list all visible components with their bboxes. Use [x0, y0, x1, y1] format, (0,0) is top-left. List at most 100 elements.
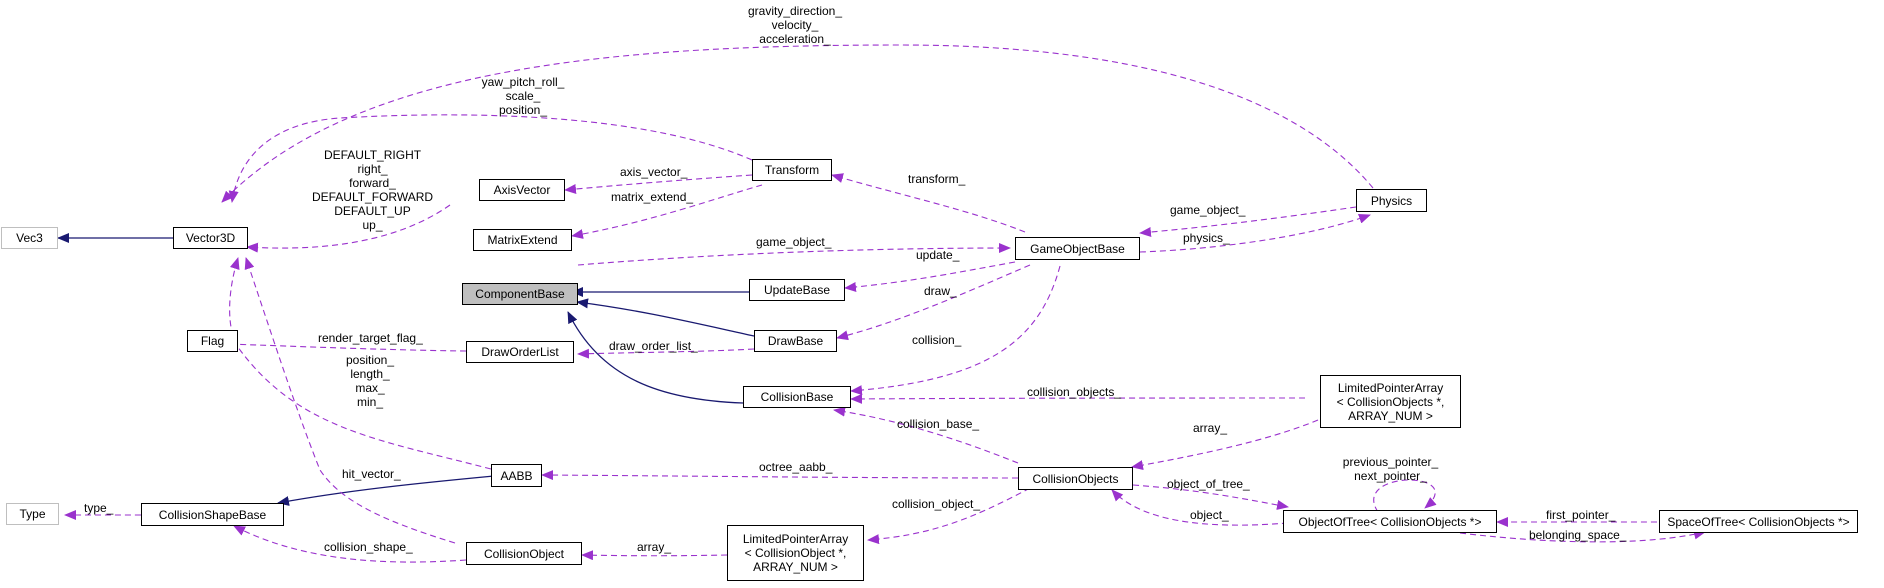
edge-transform-to-axisvector: [564, 174, 753, 194]
lpa-object-line-1: LimitedPointerArray: [742, 532, 849, 546]
label-belonging-space: belonging_space_: [1529, 528, 1627, 542]
edge-physics-to-vector3d: [221, 44, 1374, 203]
edge-gameobjectbase-to-collisionbase: [850, 265, 1061, 396]
label-aabb-length: length_: [350, 367, 390, 381]
edge-aabb-to-vector3d: [229, 257, 492, 470]
lpa-objects-line-1: LimitedPointerArray: [1337, 380, 1444, 395]
label-update: update_: [916, 248, 960, 262]
label-physics: physics_: [1183, 231, 1230, 245]
label-draw: draw_: [924, 284, 957, 298]
edge-physics-to-gameobjectbase: [1139, 206, 1357, 238]
label-previous-pointer: previous_pointer_: [1342, 455, 1439, 469]
label-transform: transform_: [908, 172, 966, 186]
label-type: type_: [84, 501, 114, 515]
node-aabb[interactable]: AABB: [491, 464, 542, 487]
lpa-object-line-2: < CollisionObject *,: [744, 546, 847, 560]
node-physics[interactable]: Physics: [1356, 189, 1427, 212]
edge-collisionobjects-to-collisionbase: [833, 406, 1019, 464]
node-type[interactable]: Type: [6, 503, 59, 525]
label-game-object: game_object_: [756, 235, 832, 249]
label-aabb-max: max_: [355, 381, 385, 395]
label-matrix-extend: matrix_extend_: [611, 190, 694, 204]
node-draw-base[interactable]: DrawBase: [754, 330, 837, 352]
edge-drawbase-to-draworderlist: [577, 348, 755, 359]
label-array-objects: array_: [1193, 421, 1228, 435]
edge-objectoftree-to-spaceoftree: [1459, 529, 1706, 543]
node-limited-pointer-array-collision-objects[interactable]: LimitedPointerArray < CollisionObjects *…: [1320, 375, 1461, 428]
label-axis-vector: axis_vector_: [620, 165, 688, 179]
label-render-target-flag: render_target_flag_: [318, 331, 423, 345]
edge-lpa-to-collisionobject: [581, 550, 728, 561]
edge-objectoftree-self: [1373, 479, 1437, 513]
node-draw-order-list[interactable]: DrawOrderList: [466, 341, 574, 363]
edge-axisvector-to-vector3d: [246, 204, 451, 253]
edge-gameobjectbase-to-updatebase: [844, 261, 1016, 292]
edge-lpa-to-collisionbase: [850, 393, 1306, 404]
node-limited-pointer-array-collision-object[interactable]: LimitedPointerArray < CollisionObject *,…: [727, 525, 864, 581]
label-forward: forward_: [349, 176, 396, 190]
edge-gameobjectbase-to-physics: [1139, 213, 1371, 253]
label-yaw-pitch-roll: yaw_pitch_roll_: [481, 75, 565, 89]
label-gravity-direction: gravity_direction_: [747, 4, 843, 18]
edge-aabb-to-collisionshapebase: [277, 475, 495, 506]
edge-transform-to-matrixextend: [571, 184, 763, 239]
label-collision-shape: collision_shape_: [324, 540, 413, 554]
lpa-objects-line-2: < CollisionObjects *,: [1336, 394, 1445, 409]
node-flag[interactable]: Flag: [187, 330, 238, 352]
label-hit-vector: hit_vector_: [342, 467, 401, 481]
edge-transform-to-vector3d: [228, 114, 753, 203]
node-vec3[interactable]: Vec3: [1, 227, 58, 249]
edge-gameobjectbase-to-drawbase: [836, 264, 1031, 341]
label-up: up_: [362, 218, 383, 232]
node-collision-object[interactable]: CollisionObject: [466, 542, 582, 565]
label-scale: scale_: [505, 89, 541, 103]
label-object: object_: [1190, 508, 1229, 522]
node-collision-base[interactable]: CollisionBase: [743, 386, 851, 408]
edge-componentbase-to-gameobjectbase: [577, 243, 1011, 266]
label-right: right_: [357, 162, 388, 176]
lpa-object-line-3: ARRAY_NUM >: [753, 560, 838, 574]
label-physics-to-vector: gravity_direction_ velocity_ acceleratio…: [740, 4, 850, 46]
label-default-up: DEFAULT_UP: [334, 204, 411, 218]
edge-collisionbase-to-componentbase: [567, 311, 744, 404]
node-matrix-extend[interactable]: MatrixExtend: [473, 229, 572, 251]
node-component-base[interactable]: ComponentBase: [462, 283, 578, 305]
edge-collisionobjects-to-objectoftree: [1132, 484, 1289, 510]
node-vector3d[interactable]: Vector3D: [173, 227, 248, 249]
label-axis-to-vector: DEFAULT_RIGHT right_ forward_ DEFAULT_FO…: [300, 148, 445, 232]
label-collision: collision_: [912, 333, 962, 347]
label-first-pointer: first_pointer_: [1546, 508, 1616, 522]
label-default-forward: DEFAULT_FORWARD: [311, 190, 434, 204]
label-collision-object: collision_object_: [892, 497, 981, 511]
node-collision-shape-base[interactable]: CollisionShapeBase: [141, 503, 284, 526]
node-collision-objects[interactable]: CollisionObjects: [1018, 467, 1133, 490]
label-default-right: DEFAULT_RIGHT: [323, 148, 422, 162]
node-game-object-base[interactable]: GameObjectBase: [1015, 237, 1140, 260]
edge-collisionobject-to-collisionshapebase: [233, 525, 467, 563]
label-aabb-min: min_: [356, 395, 383, 409]
edge-collisionobjects-to-aabb: [541, 470, 1019, 481]
node-object-of-tree[interactable]: ObjectOfTree< CollisionObjects *>: [1283, 510, 1497, 533]
label-draw-order-list: draw_order_list_: [609, 339, 698, 353]
label-transform-to-vector: yaw_pitch_roll_ scale_ position_: [468, 75, 578, 117]
node-update-base[interactable]: UpdateBase: [749, 279, 845, 301]
label-acceleration: acceleration_: [759, 32, 831, 46]
label-array-object: array_: [637, 540, 672, 554]
node-axis-vector[interactable]: AxisVector: [479, 179, 565, 201]
label-octree-aabb: octree_aabb_: [759, 460, 833, 474]
lpa-objects-line-3: ARRAY_NUM >: [1348, 408, 1433, 423]
node-transform[interactable]: Transform: [752, 159, 832, 181]
edge-collisionobjects-to-lpa: [867, 487, 1031, 545]
label-game-object-physics: game_object_: [1170, 203, 1246, 217]
label-velocity: velocity_: [771, 18, 819, 32]
label-object-of-tree: object_of_tree_: [1167, 477, 1250, 491]
edge-objectoftree-to-collisionobjects: [1111, 489, 1289, 526]
label-aabb-to-vector: position_ length_ max_ min_: [340, 353, 400, 409]
node-space-of-tree[interactable]: SpaceOfTree< CollisionObjects *>: [1659, 510, 1858, 533]
label-next-pointer: next_pointer_: [1354, 469, 1427, 483]
edge-drawbase-to-componentbase: [576, 298, 755, 337]
edge-gameobjectbase-to-transform: [831, 173, 1026, 233]
label-self-pointers: previous_pointer_ next_pointer_: [1333, 455, 1448, 483]
label-collision-objects: collision_objects_: [1027, 385, 1122, 399]
